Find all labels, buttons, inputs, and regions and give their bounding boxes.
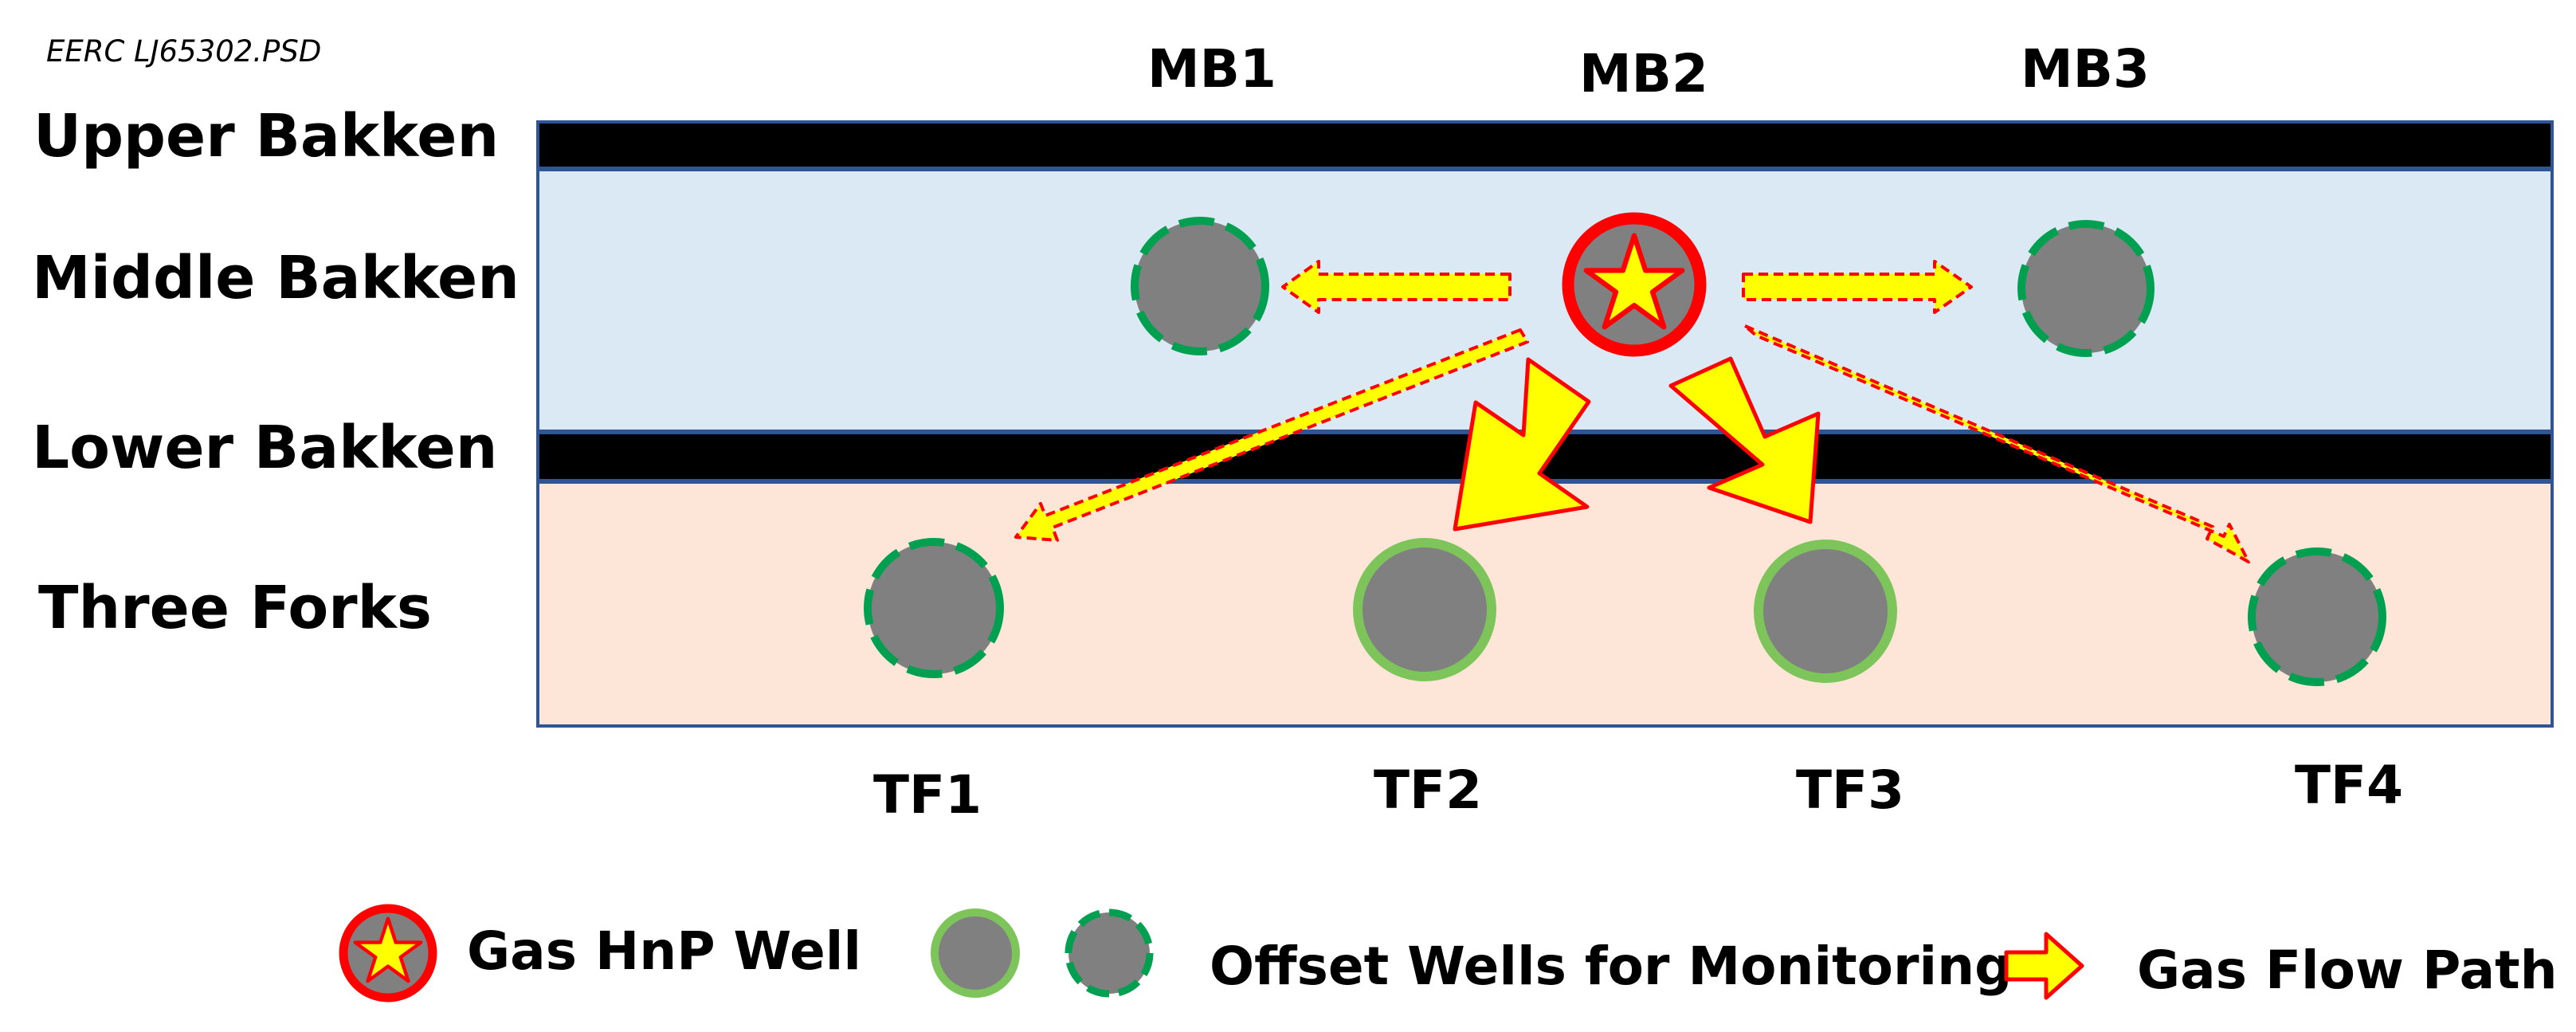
layer-label-three-forks: Three Forks [38,574,432,642]
legend: Gas HnP Well Offset Wells for Monitoring… [339,904,2558,1003]
flow-arrows [1014,260,2250,563]
flow-arrow-to-tf2 [1453,357,1591,532]
layer-upper-bakken [536,120,2554,170]
well-label-tf3: TF3 [1796,759,1904,821]
well-mb1 [1131,217,1269,355]
flow-arrow-to-mb3 [1742,260,1973,314]
well-label-tf1: TF1 [873,764,982,826]
well-label-mb1: MB1 [1147,38,1276,100]
flow-arrow-to-mb1 [1281,260,1511,314]
legend-offset-wells-label: Offset Wells for Monitoring [1210,936,2012,997]
layer-label-upper-bakken: Upper Bakken [33,102,499,171]
well-tf2 [1353,538,1496,681]
source-id-label: EERC LJ65302.PSD [46,34,321,69]
well-tf3 [1754,540,1897,683]
big-flow-arrows [1453,356,1821,532]
legend-flow-path-label: Gas Flow Path [2137,940,2558,1001]
legend-offset-well-solid-icon [931,908,1020,998]
legend-flow-arrow-icon [2004,932,2084,1000]
well-label-tf2: TF2 [1374,759,1482,821]
well-label-tf4: TF4 [2295,755,2403,816]
well-label-mb2: MB2 [1579,43,1708,104]
layer-label-middle-bakken: Middle Bakken [32,244,520,312]
flow-arrow-to-tf1 [1014,328,1529,542]
legend-hnp-well-label: Gas HnP Well [467,920,861,982]
flow-arrow-to-tf4 [1743,324,2250,563]
layer-label-lower-bakken: Lower Bakken [32,414,497,482]
well-mb3 [2017,220,2155,357]
legend-offset-well-dashed-icon [1065,908,1154,998]
well-tf4 [2248,547,2386,686]
well-tf1 [864,538,1004,678]
flow-arrow-to-tf3 [1668,356,1821,524]
well-label-mb3: MB3 [2021,38,2150,100]
